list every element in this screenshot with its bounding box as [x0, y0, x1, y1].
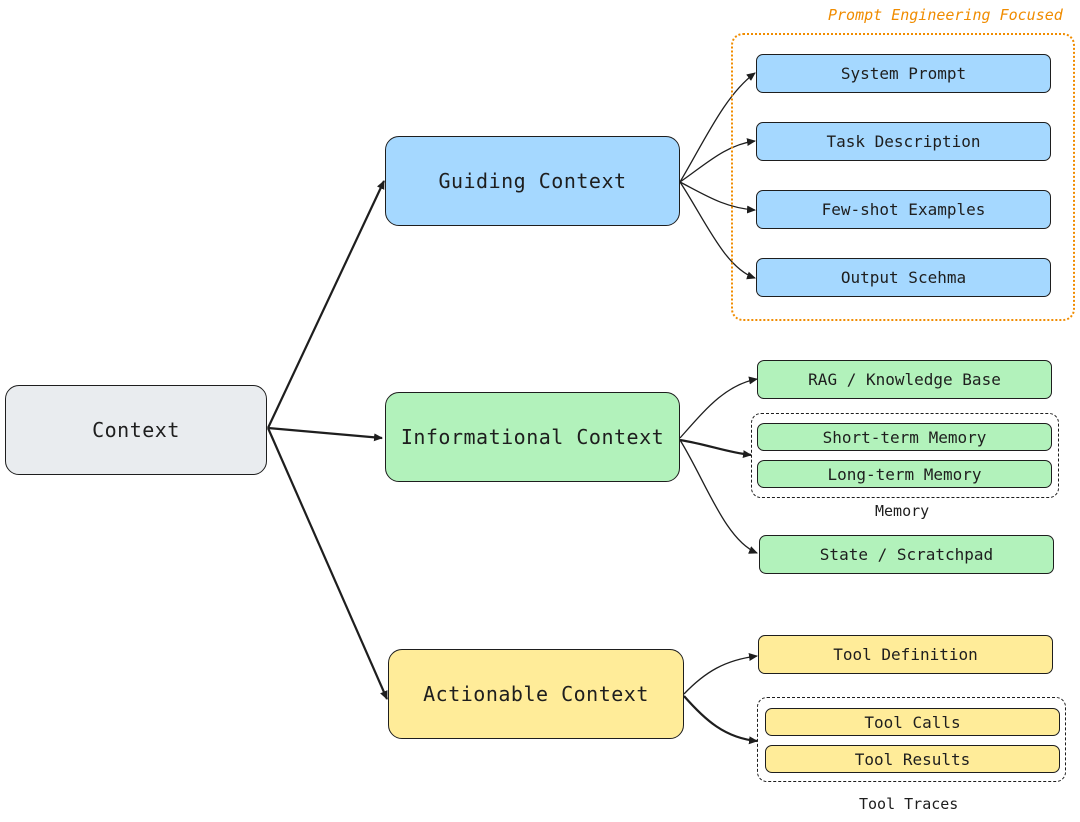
arrow-context-to-informational — [267, 426, 383, 442]
tool-traces-group — [757, 697, 1066, 782]
memory-group-label: Memory — [875, 502, 930, 520]
state-scratchpad-node: State / Scratchpad — [759, 535, 1054, 574]
arrow-informational-to-memory — [679, 438, 752, 459]
actionable-context-node: Actionable Context — [388, 649, 684, 739]
arrow-informational-to-rag — [679, 376, 758, 439]
prompt-engineering-group — [731, 33, 1075, 321]
short-term-memory-node: Short-term Memory — [757, 423, 1052, 451]
arrow-context-to-actionable — [266, 427, 389, 700]
arrow-guiding-to-output-schema — [679, 181, 756, 280]
arrow-informational-to-state — [679, 439, 758, 554]
memory-group — [751, 413, 1059, 498]
few-shot-examples-node: Few-shot Examples — [756, 190, 1051, 229]
context-node: Context — [5, 385, 267, 475]
tool-definition-node: Tool Definition — [758, 635, 1053, 674]
task-description-node: Task Description — [756, 122, 1051, 161]
prompt-engineering-group-label: Prompt Engineering Focused — [828, 6, 1063, 24]
informational-context-node: Informational Context — [385, 392, 680, 482]
arrow-context-to-guiding — [267, 180, 385, 429]
arrow-guiding-to-task-description — [679, 138, 756, 183]
arrow-actionable-to-tool-traces — [683, 695, 758, 745]
system-prompt-node: System Prompt — [756, 54, 1051, 93]
output-schema-node: Output Scehma — [756, 258, 1051, 297]
tool-calls-node: Tool Calls — [765, 708, 1060, 736]
tool-traces-group-label: Tool Traces — [859, 795, 959, 813]
rag-knowledge-base-node: RAG / Knowledge Base — [757, 360, 1052, 399]
tool-results-node: Tool Results — [765, 745, 1060, 773]
arrow-guiding-to-system-prompt — [679, 72, 756, 183]
arrow-guiding-to-few-shot — [679, 181, 756, 214]
arrow-actionable-to-tool-definition — [683, 653, 758, 695]
long-term-memory-node: Long-term Memory — [757, 460, 1052, 488]
guiding-context-node: Guiding Context — [385, 136, 680, 226]
